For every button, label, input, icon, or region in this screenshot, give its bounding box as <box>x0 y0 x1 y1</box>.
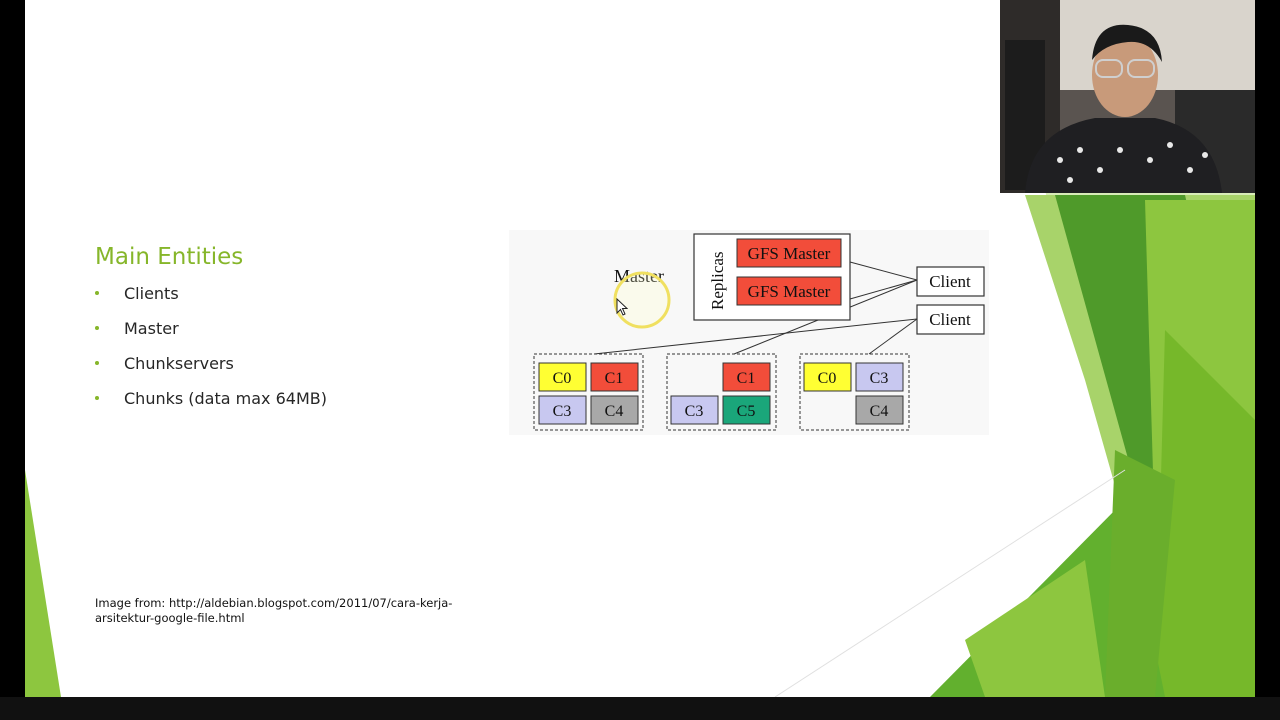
bullet-item: Master <box>95 319 327 354</box>
gfs-architecture-diagram: Master Replicas GFS Master GFS Master Cl… <box>509 230 989 435</box>
chunk-box <box>855 362 904 392</box>
gfs-master-label: GFS Master <box>748 244 831 263</box>
chunk-label: C0 <box>818 370 837 387</box>
chunk-label: C3 <box>685 403 704 420</box>
master-label: Master <box>614 266 664 286</box>
chunk-label: C3 <box>870 370 889 387</box>
bullet-dot-icon <box>95 326 99 330</box>
slide-title: Main Entities <box>95 244 244 270</box>
chunk-label: C0 <box>553 370 572 387</box>
mouse-cursor-icon <box>616 298 628 316</box>
bullet-item: Chunkservers <box>95 354 327 389</box>
bullet-dot-icon <box>95 396 99 400</box>
chunk-box <box>722 362 771 392</box>
chunk-label: C1 <box>737 370 756 387</box>
bottom-bar <box>0 697 1280 720</box>
chunk-box <box>722 395 771 425</box>
chunk-label: C1 <box>605 370 624 387</box>
client-label: Client <box>929 310 971 329</box>
client-label: Client <box>929 272 971 291</box>
chunk-label: C5 <box>737 403 756 420</box>
chunk-label: C4 <box>605 403 624 420</box>
gfs-master-label: GFS Master <box>748 282 831 301</box>
client-box <box>916 266 985 297</box>
bullet-text: Clients <box>124 284 179 303</box>
chunk-label: C3 <box>553 403 572 420</box>
webcam-video <box>1000 0 1255 193</box>
chunk-box <box>538 362 587 392</box>
bullet-text: Chunkservers <box>124 354 234 373</box>
chunk-box <box>803 362 852 392</box>
chunk-box <box>590 362 639 392</box>
client-box <box>916 304 985 335</box>
cursor-highlight-ring <box>613 271 671 329</box>
chunk-box <box>538 395 587 425</box>
chunkserver-box <box>666 353 777 431</box>
chunk-box <box>855 395 904 425</box>
gfs-master-box <box>736 238 842 268</box>
bullet-dot-icon <box>95 291 99 295</box>
replicas-label: Replicas <box>708 251 727 310</box>
person-video-icon <box>1000 0 1255 193</box>
bullet-dot-icon <box>95 361 99 365</box>
chunk-label: C4 <box>870 403 889 420</box>
bullet-item: Clients <box>95 284 327 319</box>
bullet-item: Chunks (data max 64MB) <box>95 389 327 424</box>
chunkserver-box <box>533 353 644 431</box>
chunk-box <box>670 395 719 425</box>
gfs-master-box <box>736 276 842 306</box>
chunkserver-box <box>799 353 910 431</box>
image-source-caption: Image from: http://aldebian.blogspot.com… <box>95 596 453 625</box>
bullet-text: Chunks (data max 64MB) <box>124 389 327 408</box>
bullet-text: Master <box>124 319 179 338</box>
bullet-list: Clients Master Chunkservers Chunks (data… <box>95 284 327 424</box>
chunk-box <box>590 395 639 425</box>
